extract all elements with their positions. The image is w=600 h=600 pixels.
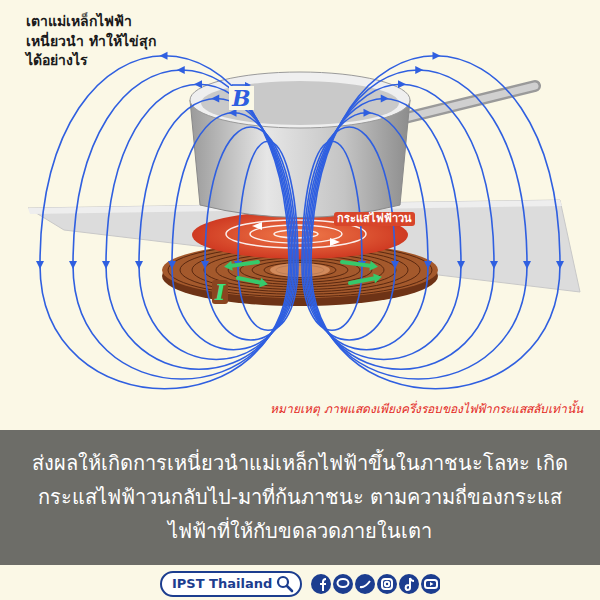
- social-icons: [310, 572, 440, 596]
- field-arrowhead: [415, 66, 423, 74]
- current-arrow: [350, 278, 376, 283]
- field-line: [139, 99, 294, 360]
- current-arrowhead: [224, 261, 233, 271]
- field-arrowhead: [168, 261, 176, 269]
- field-arrowhead: [69, 261, 77, 269]
- field-arrowhead: [201, 261, 209, 269]
- field-arrowhead: [523, 261, 531, 269]
- coil-current-arrows: [224, 261, 382, 288]
- field-line: [172, 113, 295, 350]
- field-arrowhead: [177, 66, 185, 74]
- field-line: [106, 84, 292, 369]
- coil-ring: [252, 260, 348, 279]
- field-arrowhead: [364, 109, 372, 117]
- brand-pill: IPST Thailand: [160, 571, 302, 597]
- field-line: [73, 70, 291, 379]
- field-arrowhead: [194, 80, 202, 88]
- field-arrowhead: [160, 52, 168, 60]
- field-arrowhead: [391, 261, 399, 269]
- field-arrowhead: [36, 261, 44, 269]
- field-arrowhead: [490, 261, 498, 269]
- field-arrowhead: [556, 261, 564, 269]
- field-arrowhead: [398, 80, 406, 88]
- field-line: [308, 84, 494, 369]
- field-arrowhead: [381, 95, 389, 103]
- search-icon: [276, 575, 294, 593]
- coil-ring: [228, 255, 372, 284]
- current-arrowhead: [373, 273, 382, 283]
- field-arrowheads: [36, 52, 564, 269]
- field-line: [311, 56, 560, 389]
- current-arrow: [342, 262, 372, 266]
- field-arrowhead: [457, 261, 465, 269]
- magnetic-field-lines: [40, 56, 560, 389]
- current-arrowhead: [369, 261, 378, 271]
- field-line: [40, 56, 289, 389]
- eddy-current-label: กระแสไฟฟ้าวน: [334, 212, 415, 226]
- field-arrowhead: [102, 261, 110, 269]
- field-arrowhead: [424, 261, 432, 269]
- current-arrow: [230, 262, 258, 266]
- field-line: [310, 70, 528, 379]
- field-line: [305, 113, 428, 350]
- current-symbol: I: [212, 280, 228, 304]
- current-arrowhead: [259, 278, 268, 288]
- caption-text: ส่งผลให้เกิดการเหนี่ยวนำแม่เหล็กไฟฟ้าขึ้…: [18, 446, 582, 548]
- induction-illustration: [0, 0, 600, 430]
- current-arrow: [238, 278, 262, 283]
- field-arrowhead: [211, 95, 219, 103]
- note-text: หมายเหตุ ภาพแสดงเพียงครึ่งรอบของไฟฟ้ากระ…: [267, 401, 586, 418]
- field-line: [307, 99, 462, 360]
- brand-name: IPST Thailand: [172, 575, 272, 593]
- field-arrowhead: [135, 261, 143, 269]
- title-text: เตาแม่เหล็กไฟฟ้า เหนี่ยวนำ ทำให้ไข่สุก ไ…: [26, 12, 156, 71]
- field-arrowhead: [433, 52, 441, 60]
- coil-ring: [264, 263, 336, 278]
- field-symbol: B: [229, 86, 254, 110]
- search-handle: [287, 586, 292, 591]
